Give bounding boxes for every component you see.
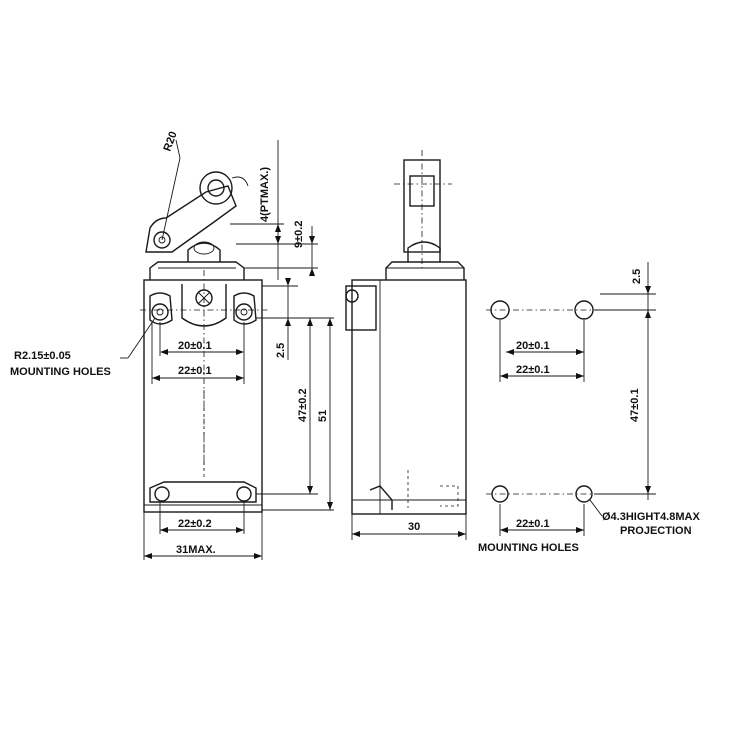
side-head bbox=[385, 261, 465, 280]
label-height-9: 9±0.2 bbox=[293, 221, 305, 248]
roller bbox=[199, 171, 233, 205]
roller-lever bbox=[145, 185, 237, 253]
front-body bbox=[143, 279, 263, 513]
center-screw bbox=[195, 289, 213, 307]
front-hole-right bbox=[235, 303, 253, 321]
label-width-20: 20±0.1 bbox=[178, 340, 212, 352]
label-height-47: 47±0.2 bbox=[297, 388, 309, 422]
label-dia-note: Ø4.3HIGHT4.8MAX bbox=[602, 511, 700, 523]
side-body bbox=[351, 279, 467, 515]
label-travel: 4(PTMAX.) bbox=[259, 167, 271, 222]
label-pattern-width-22-mid: 22±0.1 bbox=[516, 364, 550, 376]
label-projection: PROJECTION bbox=[620, 525, 692, 537]
label-width-30: 30 bbox=[408, 521, 420, 533]
label-pattern-width-22-bottom: 22±0.1 bbox=[516, 518, 550, 530]
label-height-2-5: 2.5 bbox=[275, 343, 287, 358]
pattern-hole-top-right bbox=[574, 300, 594, 320]
label-width-31: 31MAX. bbox=[176, 544, 216, 556]
label-hole-radius: R2.15±0.05 bbox=[14, 350, 71, 362]
side-view bbox=[345, 150, 467, 540]
front-head bbox=[149, 261, 245, 280]
label-pattern-height-47: 47±0.1 bbox=[629, 388, 641, 422]
hole-pattern bbox=[486, 262, 656, 536]
label-width-22-bottom: 22±0.2 bbox=[178, 518, 212, 530]
label-height-51: 51 bbox=[317, 410, 329, 422]
label-width-22-top: 22±0.1 bbox=[178, 365, 212, 377]
label-pattern-height-2-5: 2.5 bbox=[631, 269, 643, 284]
label-hole-note: MOUNTING HOLES bbox=[10, 366, 111, 378]
label-r20: R20 bbox=[162, 130, 180, 153]
front-hole-left bbox=[151, 303, 169, 321]
front-view bbox=[120, 139, 334, 560]
label-mounting-holes: MOUNTING HOLES bbox=[478, 542, 579, 554]
label-pattern-width-20: 20±0.1 bbox=[516, 340, 550, 352]
